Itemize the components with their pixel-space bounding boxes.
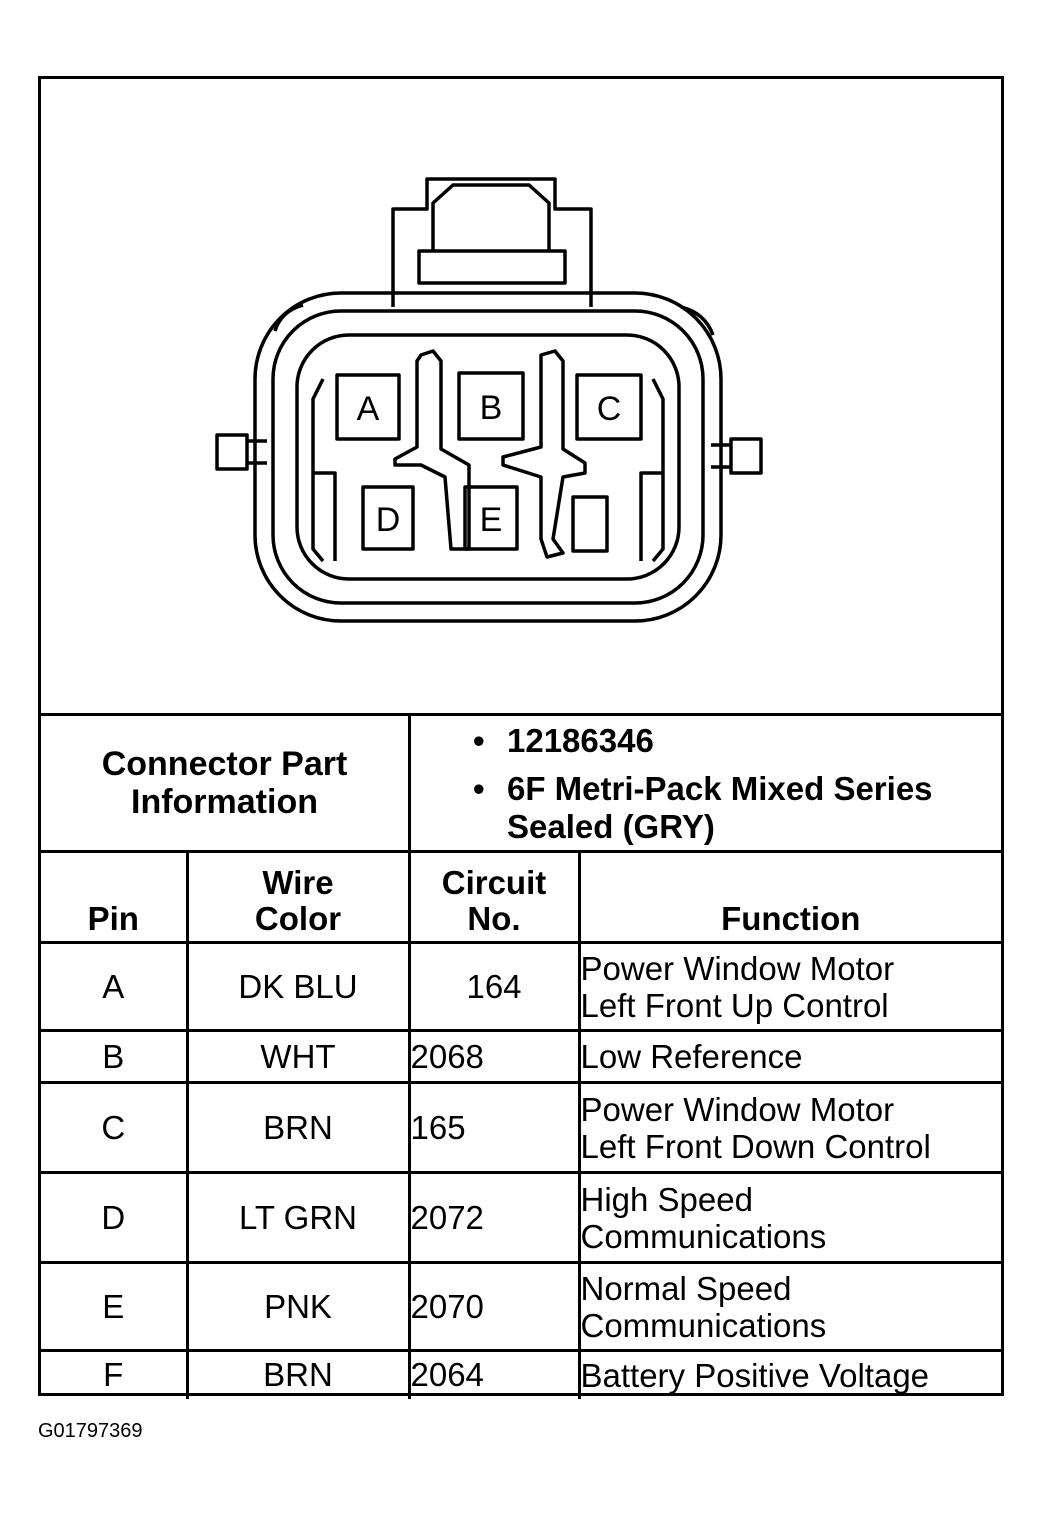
connector-sheet: A B C D E Connector Part Information 121… (38, 76, 1004, 1399)
table-row: D LT GRN 2072 High Speed Communications (41, 1171, 1001, 1264)
side-latch-left (215, 433, 267, 471)
cavity-label-a: A (357, 390, 380, 428)
pin-cell: B (41, 1029, 189, 1084)
wire-color-cell: BRN (185, 1081, 411, 1174)
wire-color-cell: LT GRN (185, 1171, 411, 1264)
circuit-cell: 165 (407, 1081, 581, 1174)
part-info-section: Connector Part Information 12186346 6F M… (41, 713, 1001, 853)
cavity-d-box (361, 485, 415, 551)
figure-id: G01797369 (38, 1420, 143, 1442)
table-row: A DK BLU 164 Power Window Motor Left Fro… (41, 941, 1001, 1032)
pin-cell: A (41, 941, 189, 1032)
part-number: 12186346 (411, 722, 1001, 760)
wire-color-cell: DK BLU (185, 941, 411, 1032)
table-row: E PNK 2070 Normal Speed Communications (41, 1261, 1001, 1352)
cavity-f (571, 495, 609, 553)
function-cell: Normal Speed Communications (577, 1261, 1001, 1352)
connector-series: 6F Metri-Pack Mixed Series Sealed (GRY) (411, 770, 1001, 846)
circuit-cell: 2064 (407, 1349, 581, 1399)
function-cell: Power Window Motor Left Front Down Contr… (577, 1081, 1001, 1174)
cavity-b-box (457, 371, 525, 441)
wire-color-cell: WHT (185, 1029, 411, 1084)
header-wire-color: Wire Color (185, 853, 411, 944)
cavity-c-box (575, 373, 643, 441)
pin-cell: D (41, 1171, 189, 1264)
pin-cell: E (41, 1261, 189, 1352)
cavity-chamber (295, 333, 681, 581)
divider-rib-left (393, 349, 471, 551)
connector-face-drawing: A B C D E (215, 177, 763, 623)
header-circuit-no: Circuit No. (407, 853, 581, 944)
header-pin: Pin (41, 853, 189, 944)
wire-color-cell: PNK (185, 1261, 411, 1352)
table-row: C BRN 165 Power Window Motor Left Front … (41, 1081, 1001, 1174)
cavity-e-box (463, 485, 519, 551)
cavity-label-e: E (480, 501, 503, 539)
circuit-cell: 2072 (407, 1171, 581, 1264)
lock-tab (391, 177, 593, 307)
header-function: Function (577, 853, 1001, 944)
function-cell: Low Reference (577, 1029, 1001, 1084)
function-cell: Battery Positive Voltage (577, 1349, 1001, 1399)
table-row: F BRN 2064 Battery Positive Voltage (41, 1349, 1001, 1399)
housing-outer (253, 291, 723, 623)
circuit-cell: 2068 (407, 1029, 581, 1084)
side-latch-right (711, 437, 763, 475)
circuit-cell: 164 (407, 941, 581, 1032)
cavity-label-b: B (480, 389, 503, 427)
function-cell: High Speed Communications (577, 1171, 1001, 1264)
cavity-label-c: C (597, 390, 622, 428)
wire-color-cell: BRN (185, 1349, 411, 1399)
pin-cell: C (41, 1081, 189, 1174)
divider-rib-right (501, 349, 587, 559)
housing-inner (271, 309, 705, 605)
cavity-a-box (335, 373, 401, 441)
part-info-list: 12186346 6F Metri-Pack Mixed Series Seal… (411, 716, 1001, 856)
table-header-row: Pin Wire Color Circuit No. Function (41, 853, 1001, 944)
table-row: B WHT 2068 Low Reference (41, 1029, 1001, 1084)
pinout-table: Pin Wire Color Circuit No. Function A DK… (41, 853, 1001, 1399)
cavity-label-d: D (376, 501, 401, 539)
circuit-cell: 2070 (407, 1261, 581, 1352)
function-cell: Power Window Motor Left Front Up Control (577, 941, 1001, 1032)
pin-cell: F (41, 1349, 189, 1399)
part-info-label: Connector Part Information (41, 716, 411, 850)
